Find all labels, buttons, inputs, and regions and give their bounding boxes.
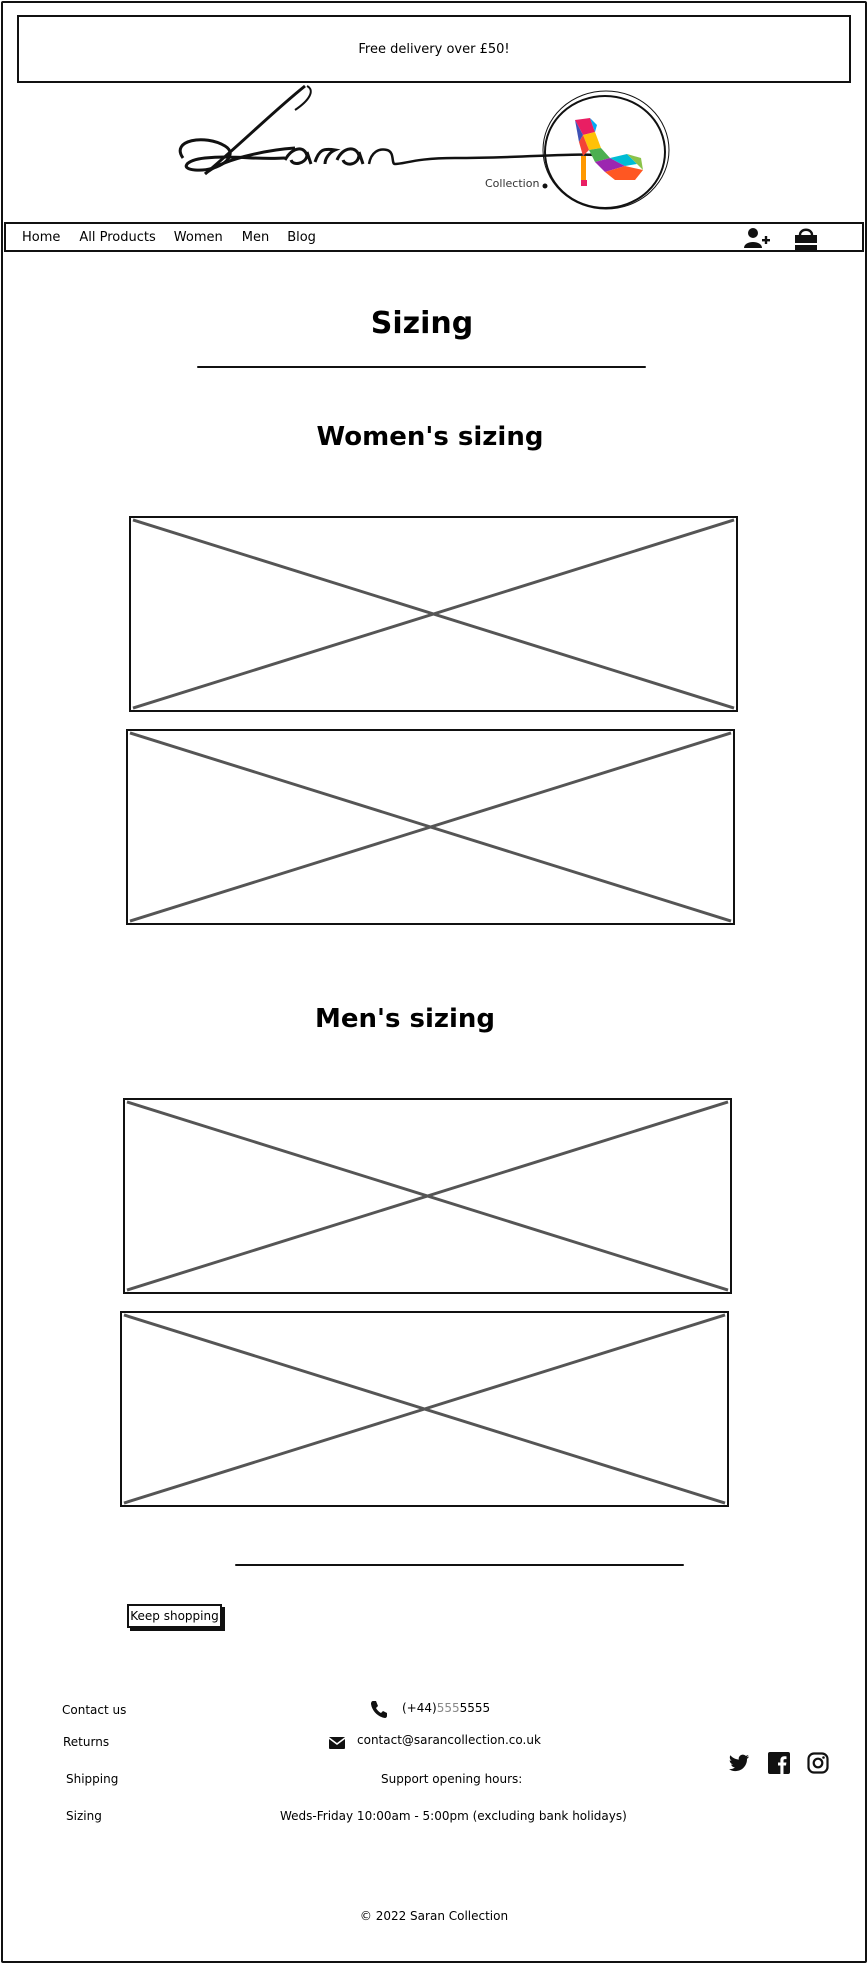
footer-link-sizing[interactable]: Sizing: [66, 1809, 102, 1823]
footer-link-returns[interactable]: Returns: [63, 1735, 110, 1749]
logo-sub-label: Collection: [485, 177, 539, 190]
promo-text: Free delivery over £50!: [358, 41, 510, 57]
footer-link-contact-us[interactable]: Contact us: [62, 1703, 127, 1717]
keep-shopping-button[interactable]: Keep shopping: [127, 1604, 222, 1628]
women-sizing-image-1: [129, 516, 738, 712]
phone-suffix: 5555: [459, 1701, 491, 1715]
twitter-icon[interactable]: [727, 1751, 751, 1775]
shopping-bag-icon[interactable]: [792, 226, 820, 250]
promo-banner: Free delivery over £50!: [17, 15, 851, 83]
nav-item-all-products[interactable]: All Products: [79, 229, 156, 245]
phone-icon: [368, 1698, 390, 1720]
copyright: © 2022 Saran Collection: [359, 1909, 509, 1923]
footer-email[interactable]: contact@sarancollection.co.uk: [357, 1733, 541, 1747]
instagram-icon[interactable]: [806, 1751, 830, 1775]
footer-link-shipping[interactable]: Shipping: [66, 1772, 119, 1786]
nav-item-home[interactable]: Home: [22, 229, 61, 245]
men-sizing-heading: Men's sizing: [314, 1004, 496, 1034]
main-nav: Home All Products Women Men Blog: [4, 222, 864, 252]
page-title: Sizing: [370, 306, 474, 341]
add-user-icon[interactable]: [743, 226, 771, 250]
men-sizing-image-2: [120, 1311, 729, 1507]
envelope-icon: [326, 1732, 348, 1754]
facebook-icon[interactable]: [767, 1751, 791, 1775]
women-sizing-image-2: [126, 729, 735, 925]
women-sizing-heading: Women's sizing: [316, 422, 544, 452]
nav-item-men[interactable]: Men: [241, 229, 270, 245]
brand-logo[interactable]: Collection: [165, 80, 685, 216]
support-hours-text: Weds-Friday 10:00am - 5:00pm (excluding …: [280, 1809, 627, 1823]
men-sizing-image-1: [123, 1098, 732, 1294]
content-divider: [235, 1564, 684, 1566]
footer-phone[interactable]: (+44)5555555: [402, 1701, 490, 1715]
nav-item-blog[interactable]: Blog: [287, 229, 316, 245]
phone-mid: 555: [436, 1701, 460, 1715]
nav-item-women[interactable]: Women: [173, 229, 223, 245]
title-divider: [197, 366, 646, 368]
phone-prefix: (+44): [402, 1701, 437, 1715]
support-hours-title: Support opening hours:: [381, 1772, 523, 1786]
